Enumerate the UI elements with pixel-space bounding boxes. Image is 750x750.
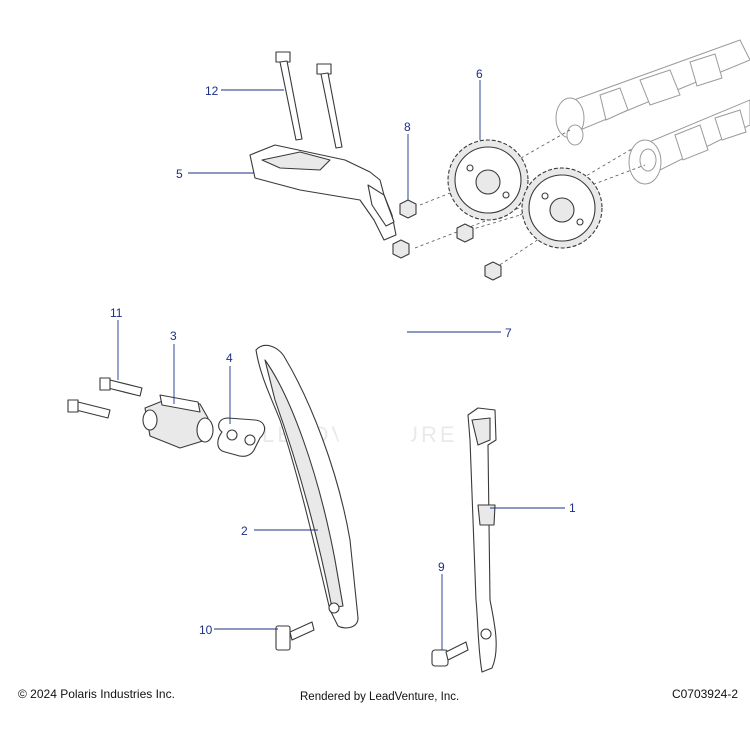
callout-12[interactable]: 12 bbox=[205, 84, 284, 98]
callout-label-6: 6 bbox=[476, 67, 483, 81]
callout-label-12: 12 bbox=[205, 84, 219, 98]
callout-label-5: 5 bbox=[176, 167, 183, 181]
callout-3[interactable]: 3 bbox=[170, 329, 177, 404]
callout-4[interactable]: 4 bbox=[226, 351, 233, 424]
chain-tensioner bbox=[142, 394, 214, 449]
callout-label-10: 10 bbox=[199, 623, 213, 637]
callout-label-7: 7 bbox=[505, 326, 512, 340]
fixed-chain-guide bbox=[467, 407, 497, 673]
copyright-text: © 2024 Polaris Industries Inc. bbox=[18, 687, 175, 701]
callout-5[interactable]: 5 bbox=[176, 167, 254, 181]
callout-label-9: 9 bbox=[438, 560, 445, 574]
guide-pivot-bolt-left bbox=[275, 621, 315, 651]
callout-label-1: 1 bbox=[569, 501, 576, 515]
callout-7[interactable]: 7 bbox=[407, 326, 512, 340]
upper-chain-guide bbox=[249, 144, 397, 241]
camshaft-lower bbox=[628, 99, 750, 185]
callout-1[interactable]: 1 bbox=[490, 501, 576, 515]
rendered-by-text: Rendered by LeadVenture, Inc. bbox=[300, 691, 460, 703]
callout-label-4: 4 bbox=[226, 351, 233, 365]
callout-8[interactable]: 8 bbox=[404, 120, 411, 200]
diagram-code: C0703924-2 bbox=[671, 687, 738, 701]
tensioner-gasket bbox=[217, 417, 266, 457]
sprocket-bolt bbox=[392, 199, 502, 281]
cam-sprocket-left bbox=[447, 139, 529, 221]
timing-chain bbox=[259, 246, 418, 678]
guide-bolts-long bbox=[275, 51, 343, 149]
tensioner-guide bbox=[255, 344, 359, 629]
tensioner-bolts bbox=[67, 377, 143, 419]
callout-label-11: 11 bbox=[110, 306, 123, 320]
guide-pivot-bolt-right bbox=[431, 641, 469, 667]
callout-11[interactable]: 11 bbox=[110, 306, 123, 380]
callout-label-2: 2 bbox=[241, 524, 248, 538]
cam-sprocket-right bbox=[521, 167, 603, 249]
callout-6[interactable]: 6 bbox=[476, 67, 483, 140]
camshaft-upper bbox=[555, 39, 750, 146]
callout-label-3: 3 bbox=[170, 329, 177, 343]
callout-10[interactable]: 10 bbox=[199, 623, 278, 637]
callout-2[interactable]: 2 bbox=[241, 524, 318, 538]
callout-label-8: 8 bbox=[404, 120, 411, 134]
callout-9[interactable]: 9 bbox=[438, 560, 445, 650]
